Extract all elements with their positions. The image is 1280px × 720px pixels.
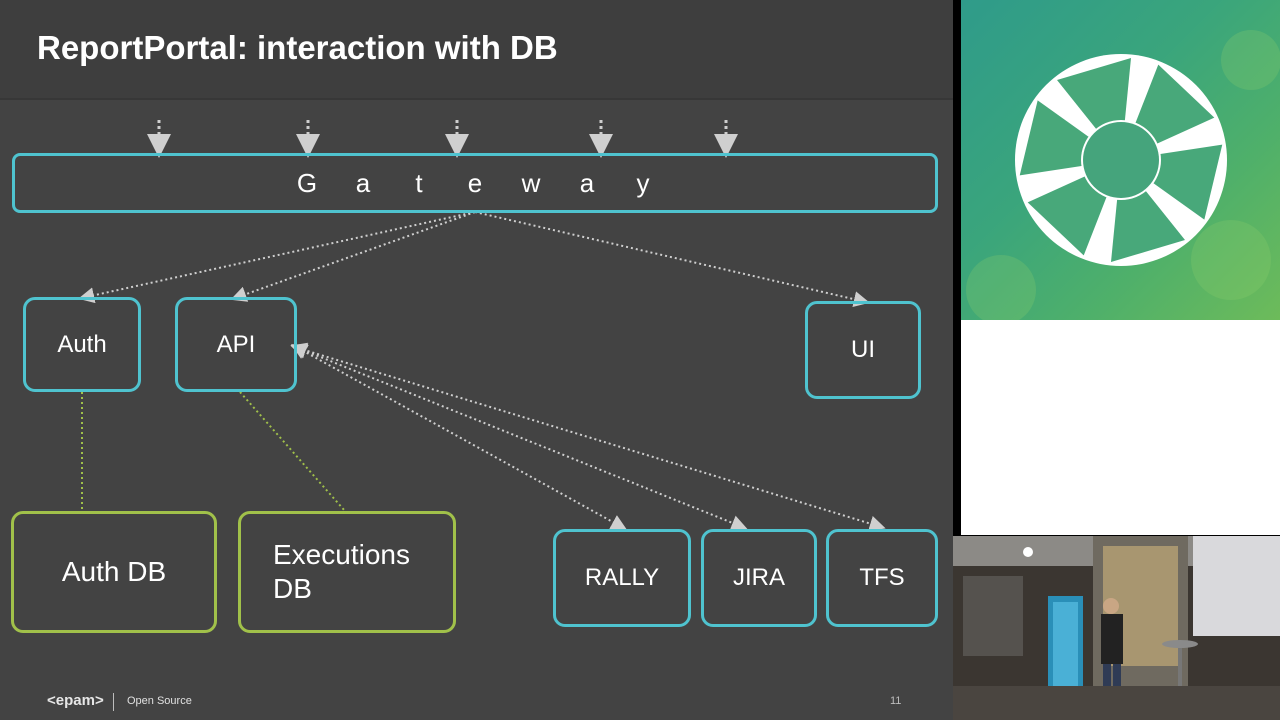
- gateway-letter: a: [579, 167, 595, 198]
- integration-connections: [290, 342, 886, 532]
- api-to-rally-arrow: [290, 344, 628, 530]
- gateway-letter: t: [415, 167, 423, 198]
- jira-label: JIRA: [732, 564, 785, 591]
- db-connections: [81, 391, 346, 512]
- architecture-diagram: [78, 120, 886, 532]
- api-label: API: [216, 330, 256, 358]
- api-to-tfs-arrow: [290, 342, 886, 532]
- jira-box: JIRA: [701, 529, 817, 627]
- slide-title: ReportPortal: interaction with DB: [37, 29, 558, 66]
- api-to-execdb-arrow: [239, 391, 346, 512]
- ui-service-box: UI: [805, 301, 921, 399]
- aperture-logo-icon: [966, 30, 1280, 320]
- gateway-letter: a: [355, 167, 371, 198]
- tfs-box: TFS: [826, 529, 938, 627]
- webcam-scene-icon: [953, 536, 1280, 720]
- gateway-letter: y: [636, 167, 650, 198]
- gateway-box: G a t e w a y: [12, 153, 938, 213]
- rally-label: RALLY: [584, 564, 660, 591]
- executions-db-label: Executions DB: [273, 539, 410, 604]
- executions-db-box: Executions DB: [238, 511, 456, 633]
- presentation-slide: ReportPortal: interaction with DB: [0, 0, 953, 720]
- webcam-feed: [953, 536, 1280, 720]
- title-bar: ReportPortal: interaction with DB: [0, 0, 953, 100]
- ui-label: UI: [851, 336, 875, 363]
- slide-page-number: 11: [890, 695, 902, 707]
- api-service-box: API: [175, 297, 297, 392]
- blank-panel: [961, 320, 1280, 535]
- rally-box: RALLY: [553, 529, 691, 627]
- gateway-letter: w: [521, 167, 541, 198]
- epam-logo: <epam>: [47, 692, 104, 709]
- gateway-to-ui-arrow: [474, 211, 870, 308]
- gateway-connections: [78, 211, 870, 308]
- footer-text: Open Source: [127, 695, 192, 707]
- auth-db-box: Auth DB: [11, 511, 217, 633]
- reportportal-logo-panel: [961, 0, 1280, 320]
- auth-service-box: Auth: [23, 297, 141, 392]
- footer-divider: [113, 693, 114, 711]
- api-to-jira-arrow: [290, 343, 748, 531]
- gateway-letter: e: [467, 167, 483, 198]
- incoming-arrows: [147, 120, 738, 158]
- auth-db-label: Auth DB: [61, 556, 167, 587]
- auth-label: Auth: [57, 330, 107, 358]
- gateway-letter: G: [296, 167, 318, 198]
- tfs-label: TFS: [859, 564, 905, 591]
- gateway-to-api-arrow: [230, 211, 476, 302]
- gateway-to-auth-arrow: [78, 211, 476, 304]
